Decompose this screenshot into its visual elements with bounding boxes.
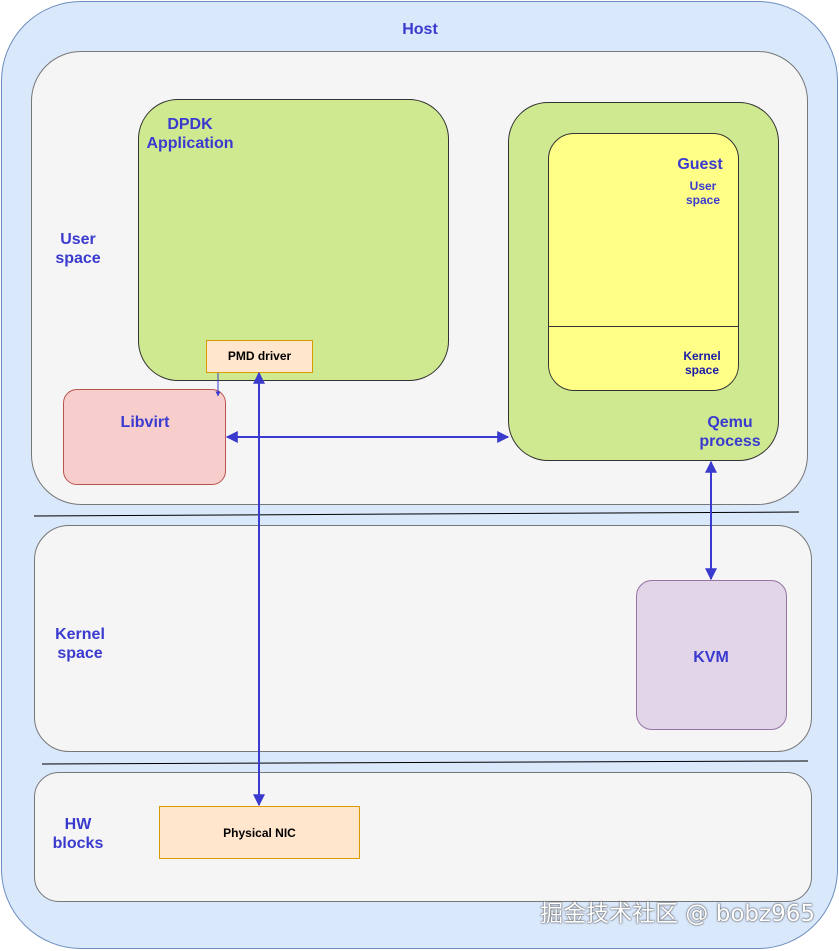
watermark: 掘金技术社区 @ bobz965 <box>540 901 815 927</box>
kernel-space-label-line2: space <box>57 645 103 663</box>
kvm-label: KVM <box>693 649 729 666</box>
host-label: Host <box>402 21 438 38</box>
qemu-label-line1: Qemu <box>707 414 753 431</box>
qemu-process-label: Qemu process <box>690 413 770 451</box>
dpdk-application-box <box>138 99 449 381</box>
user-space-label: User space <box>40 230 116 268</box>
guest-user-space-label: User space <box>678 179 728 208</box>
user-space-label-line2: space <box>55 250 101 268</box>
divider-line-kernel-hw <box>41 760 809 765</box>
libvirt-box <box>63 389 226 485</box>
kernel-space-label-line1: Kernel <box>55 626 105 643</box>
user-space-label-line1: User <box>60 231 96 248</box>
guest-box <box>548 133 739 391</box>
hw-blocks-label: HW blocks <box>40 815 116 853</box>
guest-label: Guest <box>677 156 723 173</box>
physical-nic-box <box>159 806 360 859</box>
kvm-box <box>636 580 787 730</box>
guest-user-line1: User <box>689 179 717 193</box>
hw-blocks-label-line1: HW <box>64 816 92 833</box>
divider-line-user-kernel <box>33 511 800 517</box>
pmd-driver-box <box>206 340 313 373</box>
qemu-label-line2: process <box>699 433 761 451</box>
guest-kernel-line1: Kernel <box>683 349 721 363</box>
guest-divider <box>549 326 738 327</box>
guest-user-line2: space <box>685 193 721 208</box>
libvirt-label: Libvirt <box>120 414 170 431</box>
guest-kernel-space-label: Kernel space <box>674 349 730 378</box>
dpdk-application-label: DPDK Application <box>140 115 240 153</box>
guest-kernel-line2: space <box>684 363 720 378</box>
pmd-driver-label: PMD driver <box>227 349 292 363</box>
dpdk-label-line1: DPDK <box>167 116 213 133</box>
dpdk-label-line2: Application <box>146 135 234 153</box>
kernel-space-label: Kernel space <box>42 625 118 663</box>
hw-blocks-label-line2: blocks <box>52 835 104 853</box>
physical-nic-label: Physical NIC <box>223 826 296 840</box>
